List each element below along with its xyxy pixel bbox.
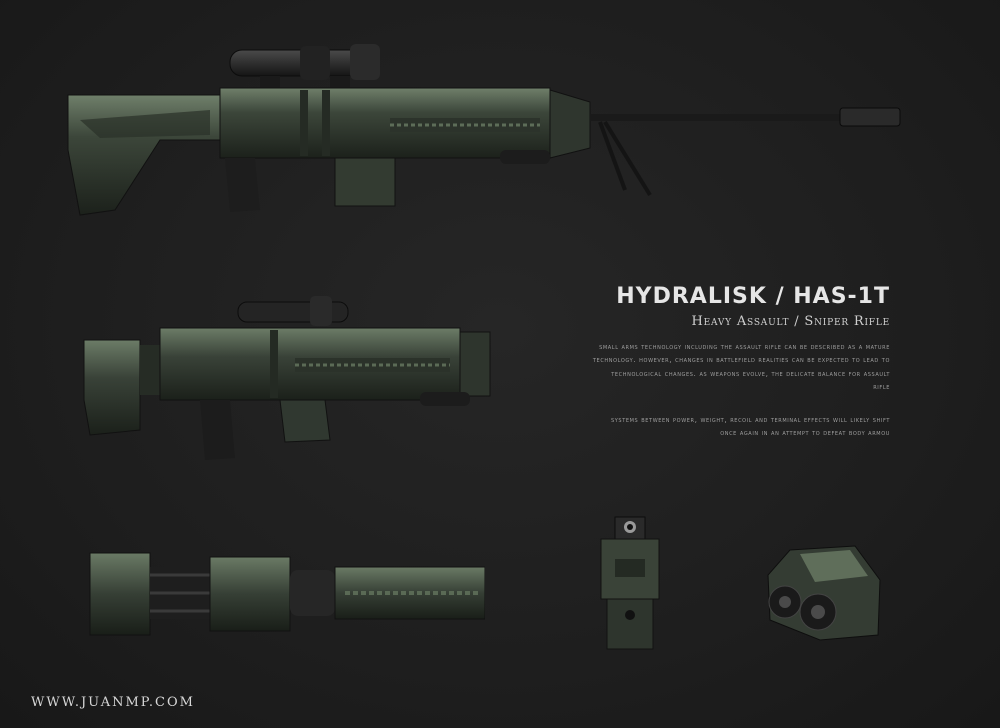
front-view-render [600, 516, 660, 650]
weapon-subtitle: Heavy Assault / Sniper Rifle [691, 314, 890, 329]
barrel-module-render [89, 552, 485, 636]
sniper-rifle-render [67, 44, 901, 216]
drum-module-render [767, 545, 881, 641]
description-paragraph-2: systems between power, weight, recoil an… [611, 415, 890, 438]
description-paragraph-1: Small arms technology including the assa… [592, 342, 890, 392]
assault-rifle-render [83, 296, 491, 460]
website-watermark: WWW.JUANMP.COM [31, 695, 195, 710]
weapon-title: HYDRALISK / HAS-1T [616, 284, 890, 309]
